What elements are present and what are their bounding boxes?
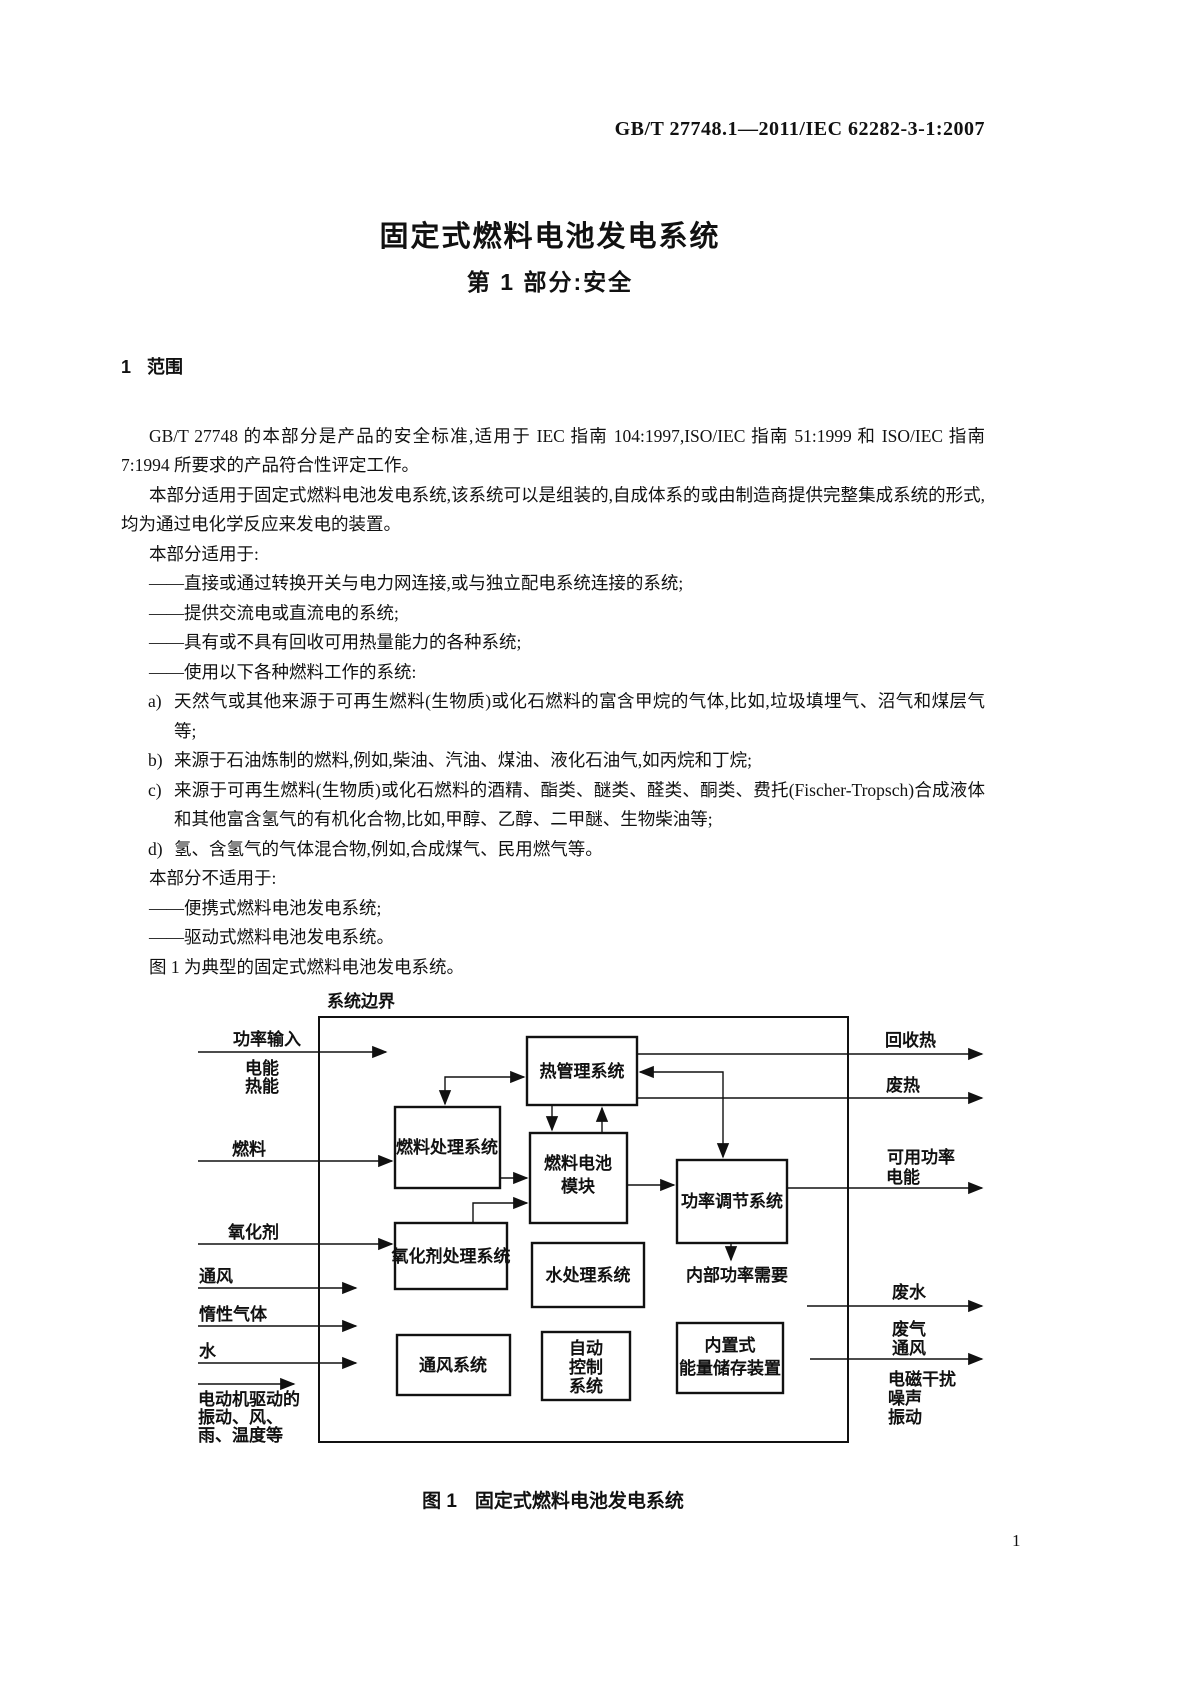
output-label-waste-water: 废水: [892, 1282, 927, 1302]
input-label-water: 水: [199, 1341, 217, 1361]
section-title: 范围: [147, 357, 184, 377]
box-energy-storage: [675, 1321, 785, 1395]
connector-thermal-powerconditioning: [638, 1065, 730, 1159]
output-label-emi: 电磁干扰: [888, 1369, 956, 1389]
paragraph-figure-intro: 图 1 为典型的固定式燃料电池发电系统。: [149, 956, 464, 977]
title-line2: 第 1 部分:安全: [466, 269, 634, 295]
box-ventilation-system: [395, 1333, 512, 1397]
lettered-item-c: c) 来源于可再生燃料(生物质)或化石燃料的酒精、酯类、醚类、醛类、酮类、费托(…: [148, 779, 985, 830]
input-label-environment: 雨、温度等: [198, 1425, 283, 1445]
box-label-auto-control: 控制: [569, 1357, 603, 1377]
label-internal-power: 内部功率需要: [686, 1265, 788, 1285]
box-label-energy-storage: 能量储存装置: [679, 1358, 781, 1378]
box-oxidant-processing: [393, 1221, 509, 1291]
input-label-environment: 电动机驱动的: [198, 1389, 300, 1409]
output-label-waste-gas: 通风: [892, 1339, 926, 1358]
paragraph-scope-2: 本部分适用于固定式燃料电池发电系统,该系统可以是组装的,自成体系的或由制造商提供…: [121, 484, 985, 535]
output-label-emi: 振动: [888, 1407, 922, 1427]
system-boundary-box: [318, 1016, 849, 1443]
paragraph-scope-1: GB/T 27748 的本部分是产品的安全标准,适用于 IEC 指南 104:1…: [121, 425, 985, 476]
box-label-fuel-processing: 燃料处理系统: [396, 1137, 498, 1157]
box-label-auto-control: 系统: [569, 1376, 603, 1396]
box-label-energy-storage: 内置式: [705, 1335, 756, 1355]
paragraph-not-applicable-intro: 本部分不适用于:: [149, 868, 277, 888]
box-label-thermal-management: 热管理系统: [540, 1061, 625, 1081]
paragraph-applicable-intro: 本部分适用于:: [149, 543, 259, 564]
output-label-waste-heat: 废热: [886, 1075, 920, 1095]
output-label-waste-gas: 废气: [892, 1319, 926, 1339]
box-thermal-management: [525, 1035, 639, 1107]
title-line1: 固定式燃料电池发电系统: [379, 221, 721, 253]
dash-item: ——具有或不具有回收可用热量能力的各种系统;: [149, 632, 522, 652]
input-label-fuel: 燃料: [232, 1139, 266, 1159]
box-label-fuel-cell-module: 模块: [561, 1176, 596, 1196]
input-label-electric: 电能: [245, 1058, 279, 1078]
boundary-label: 系统边界: [327, 991, 395, 1011]
standard-code: GB/T 27748.1—2011/IEC 62282-3-1:2007: [614, 118, 985, 140]
connector-oxidant-to-module: [472, 1196, 529, 1223]
box-label-auto-control: 自动: [569, 1338, 603, 1358]
output-label-available-power: 可用功率: [887, 1147, 955, 1167]
box-label-water-treatment: 水处理系统: [546, 1265, 631, 1285]
dash-item: ——直接或通过转换开关与电力网连接,或与独立配电系统连接的系统;: [149, 573, 684, 593]
box-auto-control: [540, 1330, 632, 1402]
output-label-recovered-heat: 回收热: [885, 1030, 936, 1050]
scope-section: 1 范围 GB/T 27748 的本部分是产品的安全标准,适用于 IEC 指南 1…: [121, 353, 985, 982]
section-number: 1: [121, 357, 132, 377]
output-label-emi: 噪声: [888, 1388, 922, 1408]
box-label-fuel-cell-module: 燃料电池: [544, 1153, 612, 1173]
excluded-item: ——便携式燃料电池发电系统;: [149, 897, 382, 918]
connector-thermal-fuelprocessing: [438, 1070, 526, 1106]
lettered-item-a: a) 天然气或其他来源于可再生燃料(生物质)或化石燃料的富含甲烷的气体,比如,垃…: [148, 691, 985, 741]
figure-caption-text: 固定式燃料电池发电系统: [474, 1491, 684, 1512]
input-label-ventilation: 通风: [199, 1267, 233, 1286]
box-water-treatment: [530, 1241, 646, 1309]
box-label-ventilation-system: 通风系统: [419, 1355, 487, 1375]
excluded-item: ——驱动式燃料电池发电系统。: [149, 927, 394, 947]
input-label-inert-gas: 惰性气体: [199, 1304, 268, 1324]
dash-item: ——提供交流电或直流电的系统;: [149, 602, 399, 623]
input-label-power: 功率输入: [233, 1029, 301, 1049]
box-label-power-conditioning: 功率调节系统: [681, 1191, 783, 1211]
figure-caption: 图 1 固定式燃料电池发电系统: [121, 1486, 985, 1513]
input-label-environment: 振动、风、: [198, 1407, 283, 1427]
page-number: 1: [1012, 1531, 1021, 1550]
box-fuel-cell-module: [528, 1131, 629, 1225]
document-title: 固定式燃料电池发电系统 第 1 部分:安全: [0, 213, 1100, 297]
input-label-oxidant: 氧化剂: [227, 1222, 279, 1242]
figure-1-diagram: 系统边界 功率输入 电能 热能 燃料 氧化剂 通风 惰性气体 水 电动机驱动的 …: [198, 991, 984, 1445]
box-label-oxidant-processing: 氧化剂处理系统: [391, 1246, 511, 1266]
output-label-available-power: 电能: [886, 1167, 920, 1187]
lettered-item-b: b) 来源于石油炼制的燃料,例如,柴油、汽油、煤油、液化石油气,如丙烷和丁烷;: [148, 750, 752, 770]
lettered-item-d: d) 氢、含氢气的气体混合物,例如,合成煤气、民用燃气等。: [148, 838, 603, 859]
dash-item: ——使用以下各种燃料工作的系统:: [149, 661, 417, 682]
input-label-thermal: 热能: [245, 1076, 279, 1096]
figure-caption-label: 图 1: [422, 1491, 457, 1512]
box-power-conditioning: [675, 1158, 789, 1245]
section-heading: 1 范围: [121, 353, 985, 383]
box-fuel-processing: [393, 1105, 502, 1190]
